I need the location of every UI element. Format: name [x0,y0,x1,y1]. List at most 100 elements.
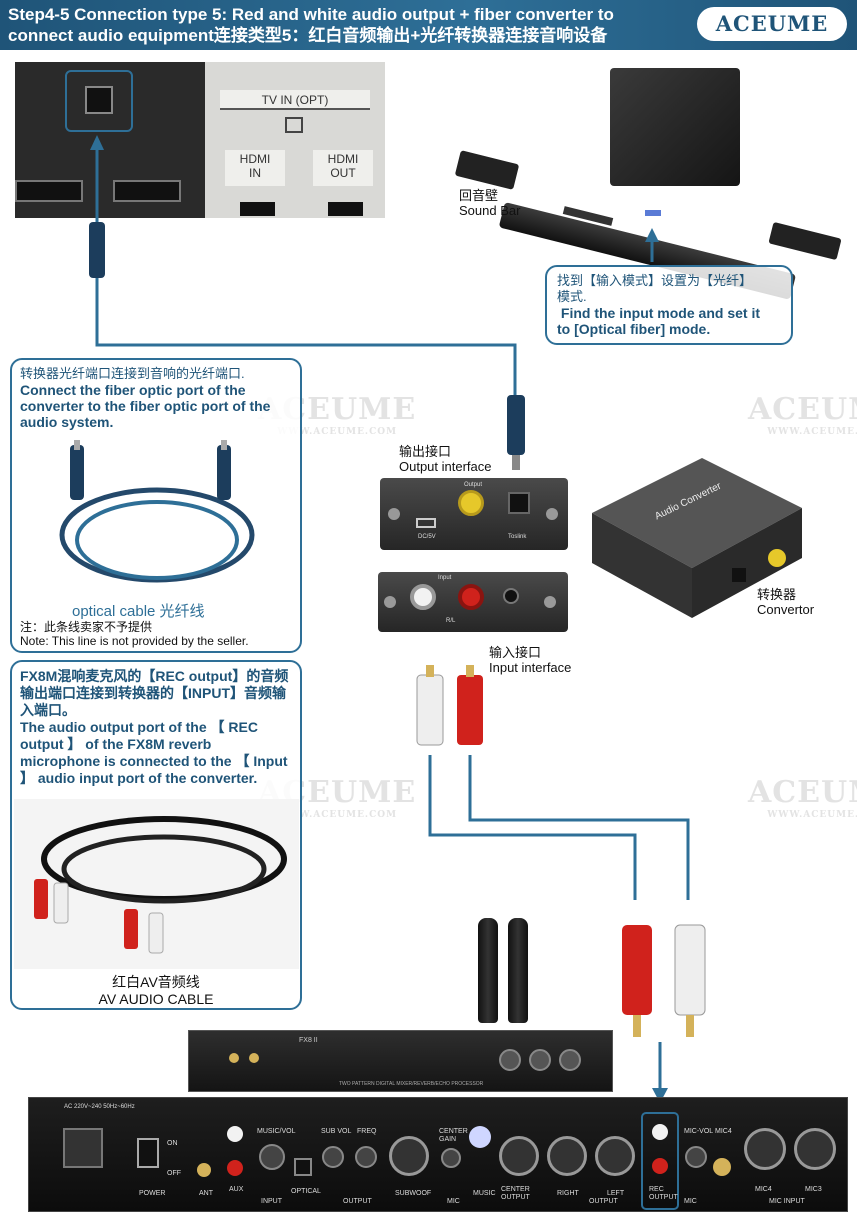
av-cable-label: 红白AV音频线 AV AUDIO CABLE [98,974,214,1007]
tv-in-label: TV IN (OPT) [220,90,370,110]
rec-note-box: FX8M混响麦克风的【REC output】的音频输出端口连接到转换器的【INP… [10,660,302,1010]
converter-input-panel: Input R/L [378,572,568,632]
power-switch[interactable] [137,1138,159,1168]
hdmi-port [15,180,83,202]
toslink-port [508,492,530,514]
converter-svg [592,458,802,618]
coax-output-port [458,490,484,516]
red-av-line [468,755,690,900]
mic-vol-knob[interactable] [685,1146,707,1168]
aux-white-port [227,1126,243,1142]
brand-logo: ACEUME [697,7,847,41]
center-gain-knob[interactable] [441,1148,461,1168]
rl-label: R/L [446,618,456,624]
microphone [508,918,528,1023]
sub-vol-label: SUB VOL [321,1128,352,1135]
rec-note-cn: FX8M混响麦克风的【REC output】的音频输出端口连接到转换器的【INP… [20,668,289,718]
aux-red-port [227,1160,243,1176]
center-output-xlr [499,1136,539,1176]
white-av-line [428,755,637,900]
sub-vol-knob[interactable] [322,1146,344,1168]
tv-panel-photo: TV IN (OPT) HDMI IN HDMI OUT [15,62,385,218]
right-xlr [547,1136,587,1176]
av-cable-photo [14,799,299,969]
input-mode-note: 找到【输入模式】设置为【光纤】 模式. Find the input mode … [545,265,793,345]
optical-cable-svg [59,440,255,583]
left-xlr [595,1136,635,1176]
hdmi-port [113,180,181,202]
rec-note-en: The audio output port of the 【 REC outpu… [20,719,288,786]
rca-white-plug [416,674,444,746]
rec-output-label: REC OUTPUT [649,1186,678,1201]
optical-cable-line [95,200,517,405]
audio-converter-device: Audio Converter [592,458,802,618]
optical-cable-photo [52,440,262,590]
antenna-port [197,1163,211,1177]
port-input-label: Input [438,575,452,581]
rec-output-highlight: REC OUTPUT [641,1112,679,1210]
optical-plug [89,222,105,278]
on-label: ON [167,1140,178,1147]
mic-label-2: MIC [684,1198,697,1205]
output-label-2: OUTPUT [589,1198,618,1205]
rca-red-plug [622,925,652,1015]
output-label: OUTPUT [343,1198,372,1205]
soundbar-photo [454,62,845,300]
seller-note: 注：此条线卖家不予提供 Note: This line is not provi… [20,620,249,648]
subwoofer [610,68,740,186]
hdmi-out-label: HDMI OUT [313,150,373,186]
music-vol-label: MUSIC/VOL [257,1128,296,1135]
off-label: OFF [167,1170,181,1177]
display-light [645,210,661,216]
left-label: LEFT [607,1190,625,1197]
freq-label: FREQ [357,1128,377,1135]
fiber-note-cn: 转换器光纤端口连接到音响的光纤端口. [20,366,245,381]
title-line-1: Step4-5 Connection type 5: Red and white… [8,5,614,24]
rca-white-port [410,584,436,610]
rca-white-plug [674,924,706,1016]
mixer-front-sub: TWO PATTERN DIGITAL MIXER/REVERB/ECHO PR… [339,1081,484,1087]
input-interface-label: 输入接口 Input interface [489,645,572,675]
toslink-label: Toslink [508,534,527,540]
knob[interactable] [559,1049,581,1071]
mic-jack [713,1158,731,1176]
hdmi-in-label: HDMI IN [225,150,285,186]
power-socket [63,1128,103,1168]
mixer-front-label: FX8 II [299,1037,318,1044]
fiber-note-en: Connect the fiber optic port of the conv… [20,382,271,430]
av-cable-svg [34,816,287,954]
microphone [478,918,498,1023]
mic3-xlr [794,1128,836,1170]
mic4-label: MIC4 [755,1186,772,1193]
converter-output-panel: Output DC/5V Toslink [380,478,568,550]
mic4-xlr [744,1128,786,1170]
converter-label: 转换器 Convertor [757,587,815,617]
mixer-front-panel: FX8 II TWO PATTERN DIGITAL MIXER/REVERB/… [188,1030,613,1092]
soundbar-label: 回音壁 Sound Bar [459,188,521,218]
mic-vol-label: MIC-VOL [684,1128,714,1135]
output-interface-label: 输出接口 Output interface [399,444,492,474]
music-label: MUSIC [473,1190,496,1197]
music-vol-knob[interactable] [259,1144,285,1170]
rec-white-port [652,1124,668,1140]
rec-red-port [652,1158,668,1174]
optical-label: OPTICAL [291,1188,321,1195]
arrow-down [652,1088,668,1103]
knob[interactable] [529,1049,551,1071]
knob[interactable] [499,1049,521,1071]
mic4-label-top: MIC4 [715,1128,732,1135]
mic-label: MIC [447,1198,460,1205]
subwoof-label: SUBWOOF [395,1190,432,1197]
rca-red-plug [457,675,483,745]
freq-knob[interactable] [355,1146,377,1168]
rca-red-port [458,584,484,610]
power-spec: AC 220V~240 50Hz~60Hz [64,1104,135,1110]
center-output-label: CENTER OUTPUT [501,1186,530,1201]
right-label: RIGHT [557,1190,579,1197]
optical-port-highlight [65,70,133,132]
usb-port [416,518,436,528]
page-title: Step4-5 Connection type 5: Red and white… [8,4,698,46]
arrow-up [90,135,104,150]
